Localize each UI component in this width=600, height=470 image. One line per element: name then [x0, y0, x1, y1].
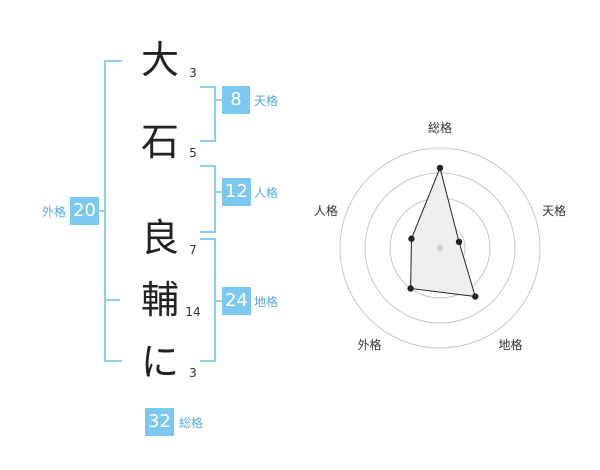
outer-bracket-divider	[104, 299, 120, 301]
radar-center-dot	[437, 245, 443, 251]
stroke-count-1: 3	[189, 66, 197, 80]
ten-bracket	[200, 86, 216, 142]
jin-connector	[216, 191, 222, 193]
name-char-1: 大	[140, 38, 179, 82]
radar-points	[407, 164, 479, 300]
jin-score-label: 人格	[254, 186, 279, 200]
radar-axis-label: 総格	[428, 120, 452, 135]
gai-connector	[98, 210, 104, 212]
stroke-count-4: 14	[185, 305, 201, 319]
chi-connector	[216, 300, 222, 302]
sou-score-label: 総格	[179, 416, 204, 430]
ten-connector	[216, 99, 222, 101]
radar-point	[472, 293, 479, 300]
sou-score-badge: 32	[145, 408, 174, 436]
chi-score-badge: 24	[222, 287, 251, 315]
chi-bracket	[200, 238, 216, 362]
outer-bracket	[104, 60, 122, 362]
chi-score-label: 地格	[254, 295, 279, 309]
radar-axis-label: 人格	[314, 203, 338, 218]
stroke-count-3: 7	[189, 243, 197, 257]
radar-axis-label: 外格	[357, 337, 381, 352]
name-char-2: 石	[140, 120, 179, 164]
radar-area	[410, 166, 476, 298]
radar-point	[455, 238, 463, 246]
radar-point	[436, 164, 444, 172]
gai-score-label: 外格	[42, 205, 67, 219]
stroke-count-2: 5	[189, 146, 197, 160]
radar-axis-label: 天格	[542, 203, 566, 218]
name-char-3: 良	[140, 216, 179, 260]
ten-score-badge: 8	[222, 86, 250, 114]
radar-axis-label: 地格	[498, 337, 522, 352]
ten-score-label: 天格	[254, 94, 279, 108]
stroke-count-5: 3	[189, 366, 197, 380]
name-char-4: 輔	[140, 278, 179, 322]
radar-ring	[339, 147, 541, 349]
name-char-5: に	[140, 340, 179, 384]
jin-bracket	[200, 165, 216, 233]
gai-score-badge: 20	[70, 197, 99, 225]
radar-point	[408, 235, 415, 242]
jin-score-badge: 12	[222, 178, 251, 206]
radar-point	[407, 285, 414, 292]
